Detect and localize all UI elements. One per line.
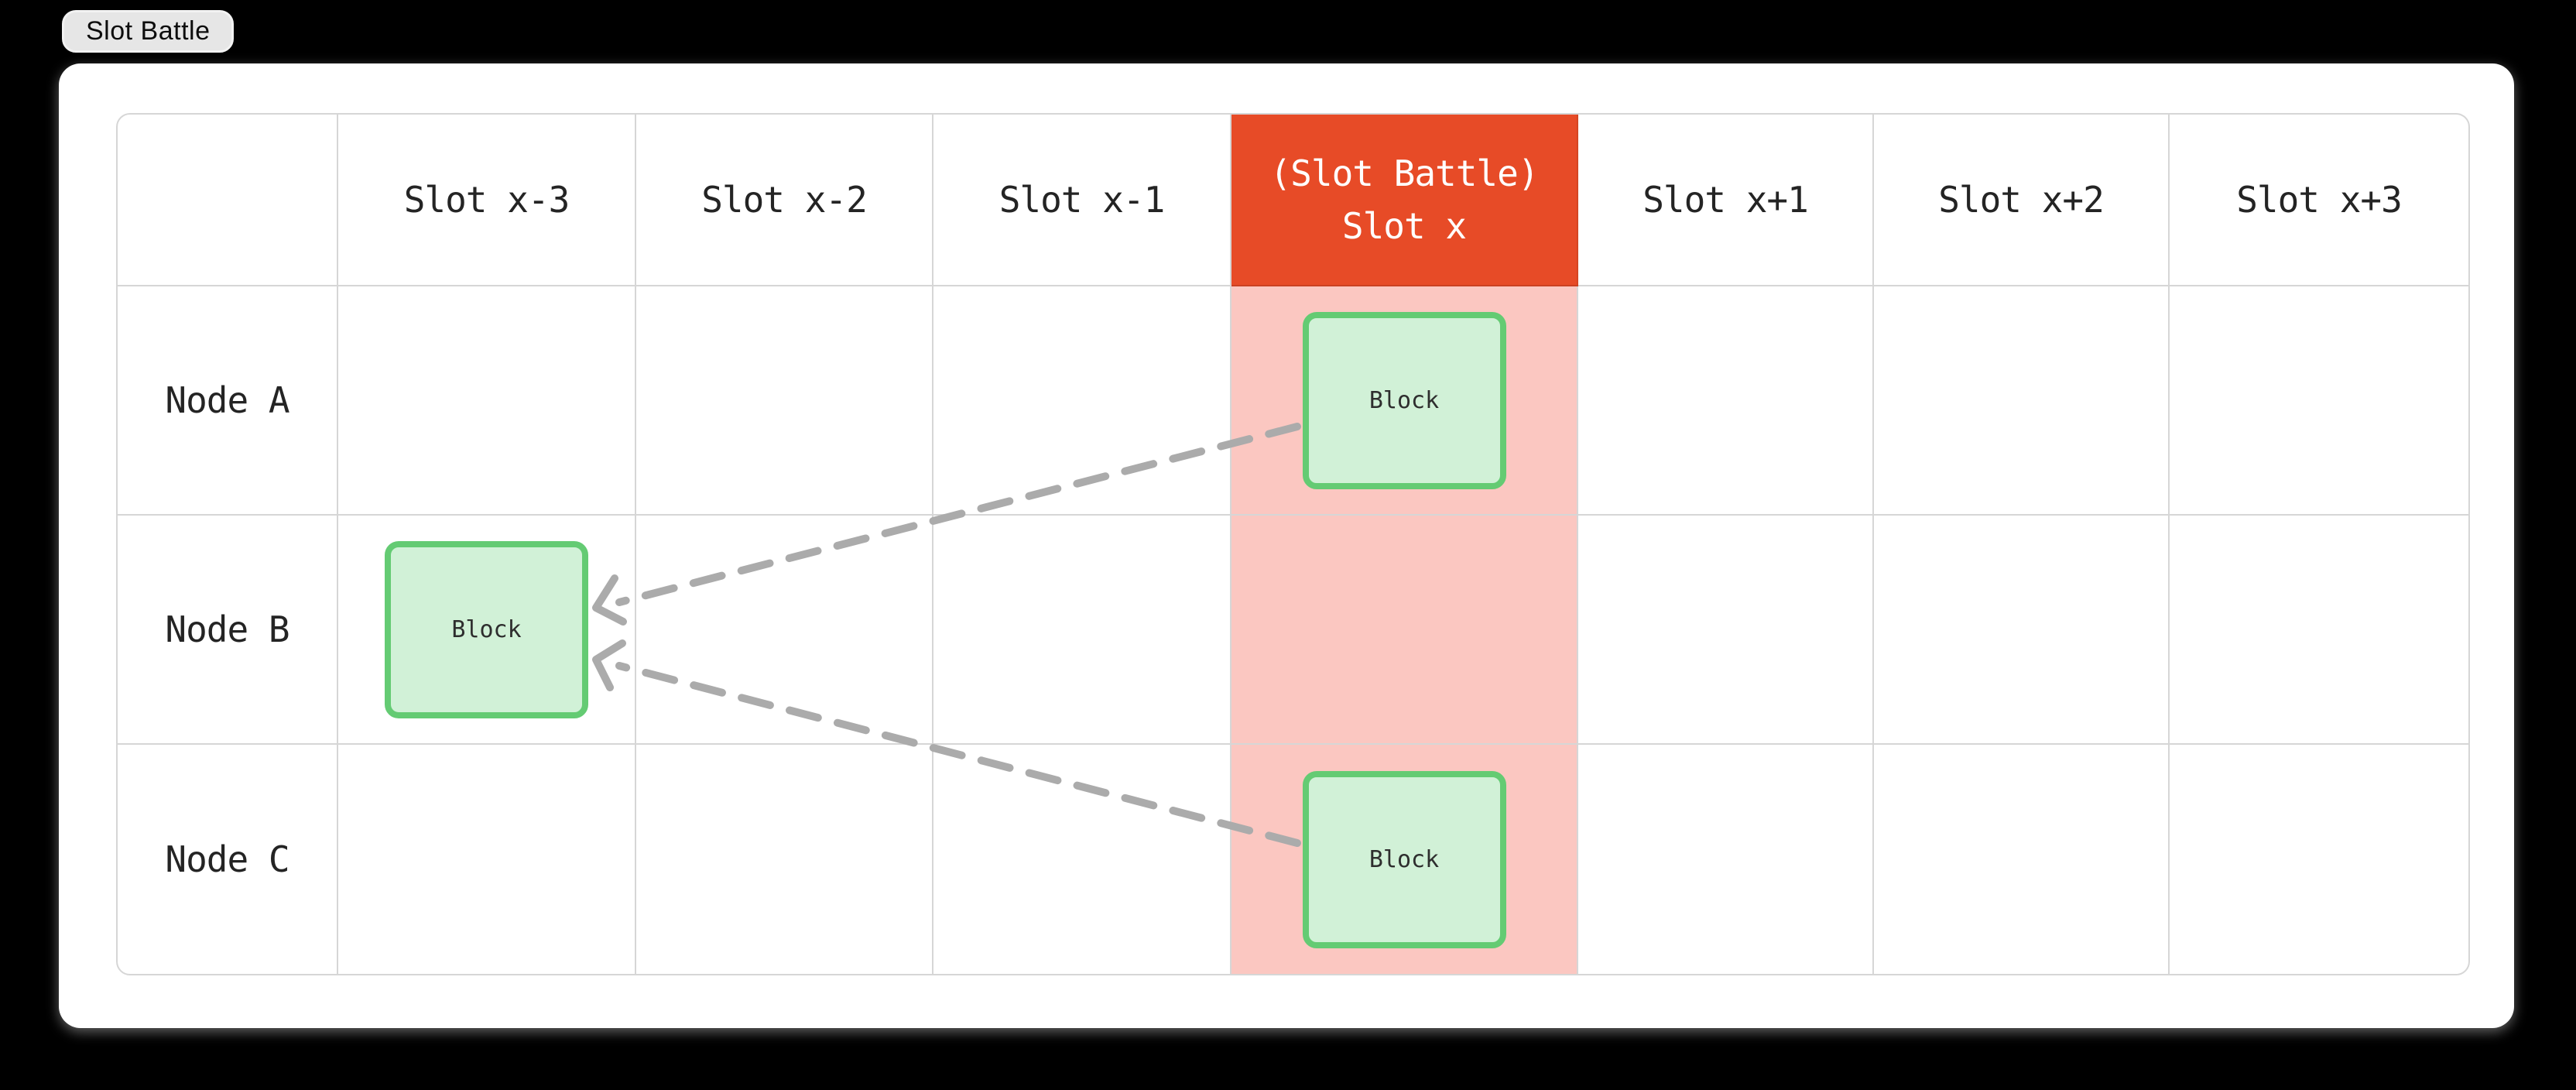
header-cell-slot-x+3: Slot x+3	[2170, 115, 2468, 286]
node-b-block: Block	[385, 540, 588, 718]
cell-node-a-slot-x+1	[1578, 286, 1874, 516]
cell-node-b-slot-x+3	[2170, 516, 2468, 745]
cell-node-c-slot-x-2	[636, 745, 933, 974]
slot-table: Slot x-3 Slot x-2 Slot x-1 (Slot Battle)…	[116, 113, 2470, 975]
header-cell-slot-x-2: Slot x-2	[636, 115, 933, 286]
cell-node-a-slot-x-2	[636, 286, 933, 516]
header-label: Slot x-2	[701, 179, 868, 221]
row-label-node-b: Node B	[118, 516, 338, 745]
slot-x-label: Slot x	[1341, 205, 1467, 247]
header-cell-slot-x+2: Slot x+2	[1874, 115, 2170, 286]
cell-node-c-slot-x+3	[2170, 745, 2468, 974]
header-cell-empty	[118, 115, 338, 286]
cell-node-c-slot-x+1	[1578, 745, 1874, 974]
header-cell-slot-x-3: Slot x-3	[338, 115, 636, 286]
header-cell-slot-x+1: Slot x+1	[1578, 115, 1874, 286]
cell-node-a-slot-x-1	[933, 286, 1231, 516]
diagram-card: Slot x-3 Slot x-2 Slot x-1 (Slot Battle)…	[59, 63, 2514, 1028]
node-b-label: Node B	[165, 608, 289, 650]
cell-node-c-slot-x-3	[338, 745, 636, 974]
header-cell-slot-x-battle: (Slot Battle) Slot x	[1231, 115, 1578, 286]
cell-node-b-slot-x+1	[1578, 516, 1874, 745]
header-label: Slot x-1	[999, 179, 1166, 221]
cell-node-a-slot-x: Block	[1231, 286, 1578, 516]
header-label: Slot x-3	[403, 179, 570, 221]
cell-node-b-slot-x+2	[1874, 516, 2170, 745]
header-label: Slot x+2	[1938, 179, 2105, 221]
cell-node-b-slot-x-2	[636, 516, 933, 745]
cell-node-c-slot-x: Block	[1231, 745, 1578, 974]
slot-battle-headline: (Slot Battle)	[1269, 153, 1539, 194]
cell-node-b-slot-x-3: Block	[338, 516, 636, 745]
block-label: Block	[1368, 386, 1440, 414]
node-c-label: Node C	[165, 838, 289, 880]
node-a-block: Block	[1302, 311, 1506, 489]
cell-node-a-slot-x+3	[2170, 286, 2468, 516]
tab-label: Slot Battle	[86, 16, 211, 46]
cell-node-a-slot-x+2	[1874, 286, 2170, 516]
cell-node-c-slot-x+2	[1874, 745, 2170, 974]
block-label: Block	[451, 615, 522, 643]
cell-node-b-slot-x	[1231, 516, 1578, 745]
cell-node-b-slot-x-1	[933, 516, 1231, 745]
header-cell-slot-x-1: Slot x-1	[933, 115, 1231, 286]
cell-node-a-slot-x-3	[338, 286, 636, 516]
header-label: Slot x+3	[2236, 179, 2403, 221]
row-label-node-a: Node A	[118, 286, 338, 516]
node-c-block: Block	[1302, 770, 1506, 948]
cell-node-c-slot-x-1	[933, 745, 1231, 974]
tab-slot-battle[interactable]: Slot Battle	[62, 10, 235, 53]
header-label: Slot x+1	[1643, 179, 1809, 221]
node-a-label: Node A	[165, 379, 289, 421]
block-label: Block	[1368, 845, 1440, 873]
row-label-node-c: Node C	[118, 745, 338, 974]
